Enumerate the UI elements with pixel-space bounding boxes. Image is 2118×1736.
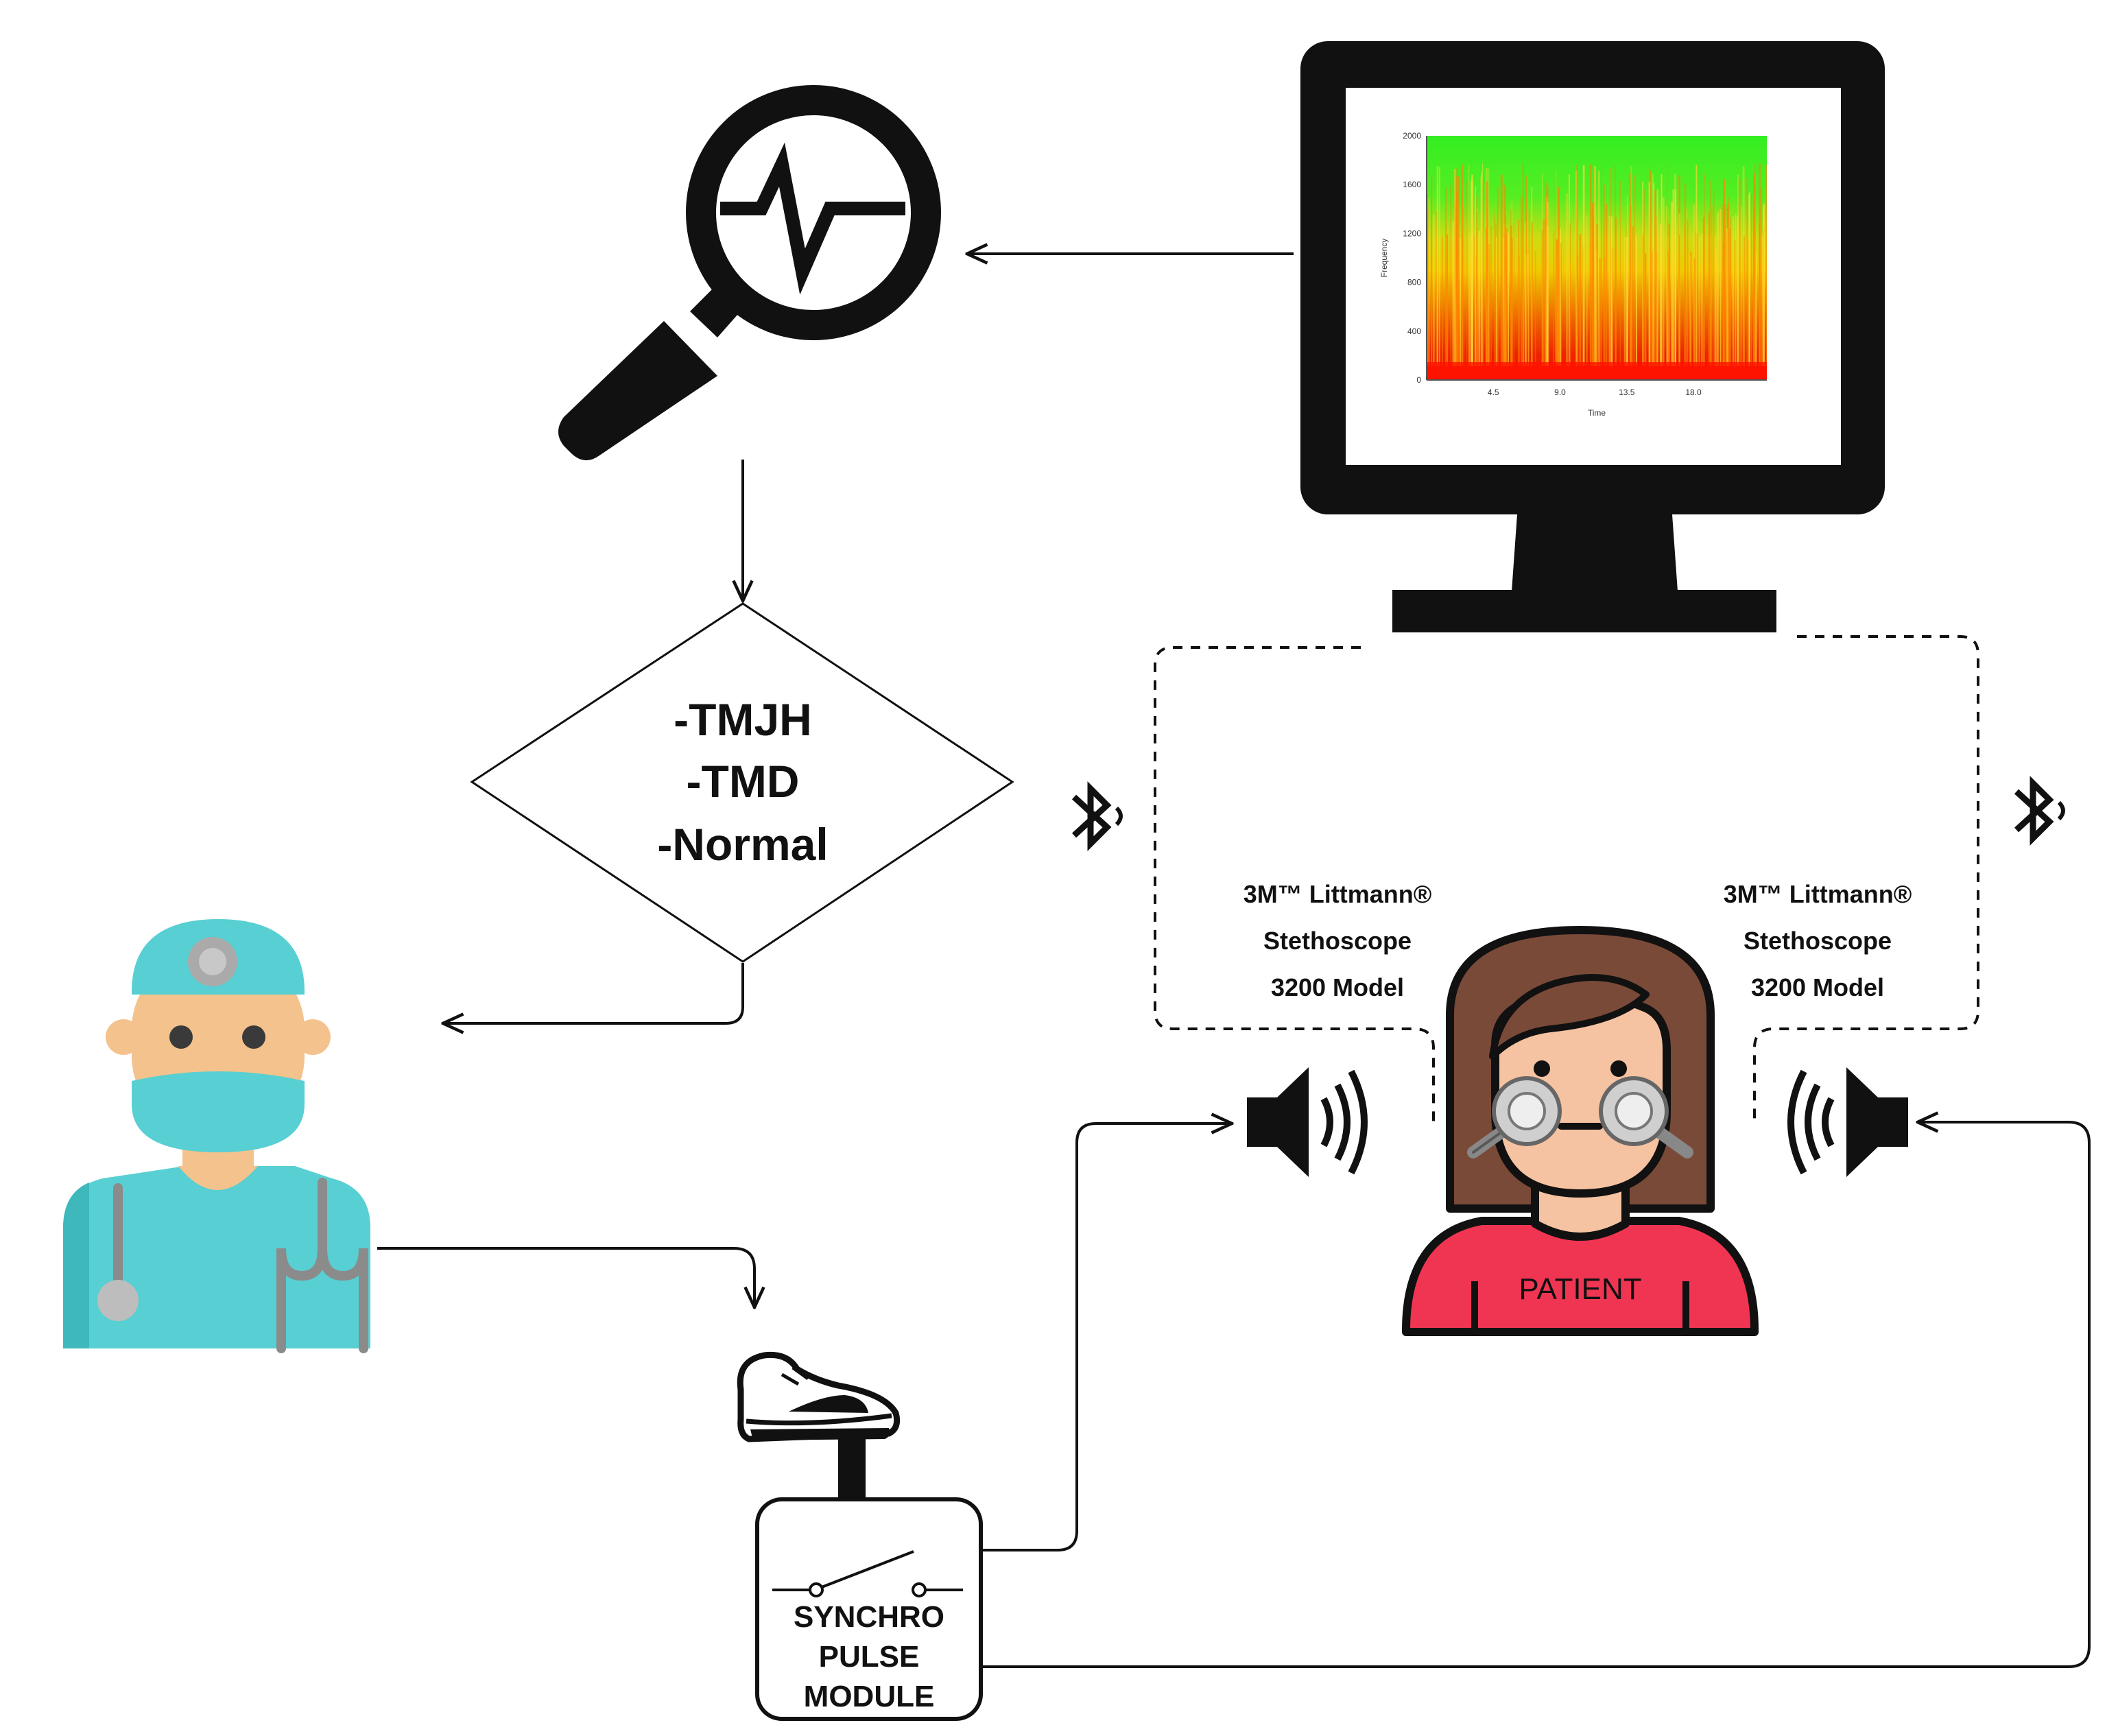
- spectrogram-y-tick: 1600: [1403, 180, 1421, 189]
- spectrogram-plot: 0 400 800 1200 1600 2000 4.5 9.0 13.5 18.0 Frequ…: [1379, 131, 1768, 418]
- speaker-icon: [1247, 1067, 1368, 1177]
- decision-normal: -Normal: [657, 819, 828, 870]
- spectrogram-xlabel: Time: [1588, 408, 1606, 418]
- spectrogram-x-tick: 9.0: [1554, 388, 1566, 397]
- shoe-icon: [737, 1351, 901, 1442]
- spectrogram-x-ticks: 4.5 9.0 13.5 18.0: [1488, 388, 1702, 397]
- spectrogram-y-ticks: 0 400 800 1200 1600 2000: [1403, 131, 1421, 385]
- synchro-line1: SYNCHRO: [794, 1600, 944, 1634]
- connectors: [377, 254, 2091, 1668]
- steth-left-line3: 3200 Model: [1271, 973, 1404, 1001]
- doctor-icon: [63, 919, 370, 1353]
- spectrogram-y-tick: 2000: [1403, 131, 1421, 141]
- speaker-icon: [1787, 1067, 1908, 1177]
- decision-diamond: -TMJH -TMD -Normal: [470, 602, 1014, 963]
- switch-icon: [772, 1550, 963, 1597]
- spectrogram-y-tick: 800: [1407, 278, 1421, 287]
- steth-right-line3: 3200 Model: [1751, 973, 1884, 1001]
- arrow-synchro-to-left-speaker: [982, 1123, 1232, 1551]
- spectrogram-y-tick: 400: [1407, 326, 1421, 336]
- spectrogram-x-tick: 4.5: [1488, 388, 1499, 397]
- decision-tmd: -TMD: [687, 756, 800, 807]
- spectrogram-streaks: [1426, 163, 1768, 380]
- synchro-pulse-module: SYNCHRO PULSE MODULE: [755, 1497, 983, 1721]
- synchro-line3: MODULE: [804, 1680, 935, 1713]
- steth-right-line2: Stethoscope: [1744, 927, 1892, 955]
- spectrogram-y-tick: 0: [1416, 375, 1421, 385]
- patient-label: PATIENT: [1519, 1272, 1641, 1306]
- arrow-decision-to-doctor: [443, 963, 744, 1023]
- spectrogram-x-tick: 13.5: [1619, 388, 1635, 397]
- spectrogram-ylabel: Frequency: [1379, 239, 1389, 278]
- bluetooth-icon: [2014, 776, 2065, 846]
- decision-tmjh: -TMJH: [674, 694, 812, 745]
- spectrogram-x-tick: 18.0: [1685, 388, 1702, 397]
- patient-icon: PATIENT: [1402, 926, 1759, 1336]
- stethoscope-label-left: 3M™ Littmann® Stethoscope 3200 Model: [1244, 880, 1432, 1001]
- bluetooth-icon: [1071, 781, 1123, 851]
- bluetooth-dashed-link: [1154, 646, 1435, 1125]
- steth-left-line1: 3M™ Littmann®: [1244, 880, 1432, 908]
- magnifier-heartbeat-icon: [558, 85, 941, 461]
- arrow-synchro-to-right-speaker: [982, 1122, 2091, 1668]
- stethoscope-label-right: 3M™ Littmann® Stethoscope 3200 Model: [1724, 880, 1912, 1001]
- steth-right-line1: 3M™ Littmann®: [1724, 880, 1912, 908]
- synchro-line2: PULSE: [819, 1640, 920, 1674]
- spectrogram-low-band: [1427, 362, 1767, 380]
- spectrogram-y-tick: 1200: [1403, 228, 1421, 238]
- arrow-doctor-to-shoe: [377, 1247, 754, 1307]
- steth-left-line2: Stethoscope: [1263, 927, 1412, 955]
